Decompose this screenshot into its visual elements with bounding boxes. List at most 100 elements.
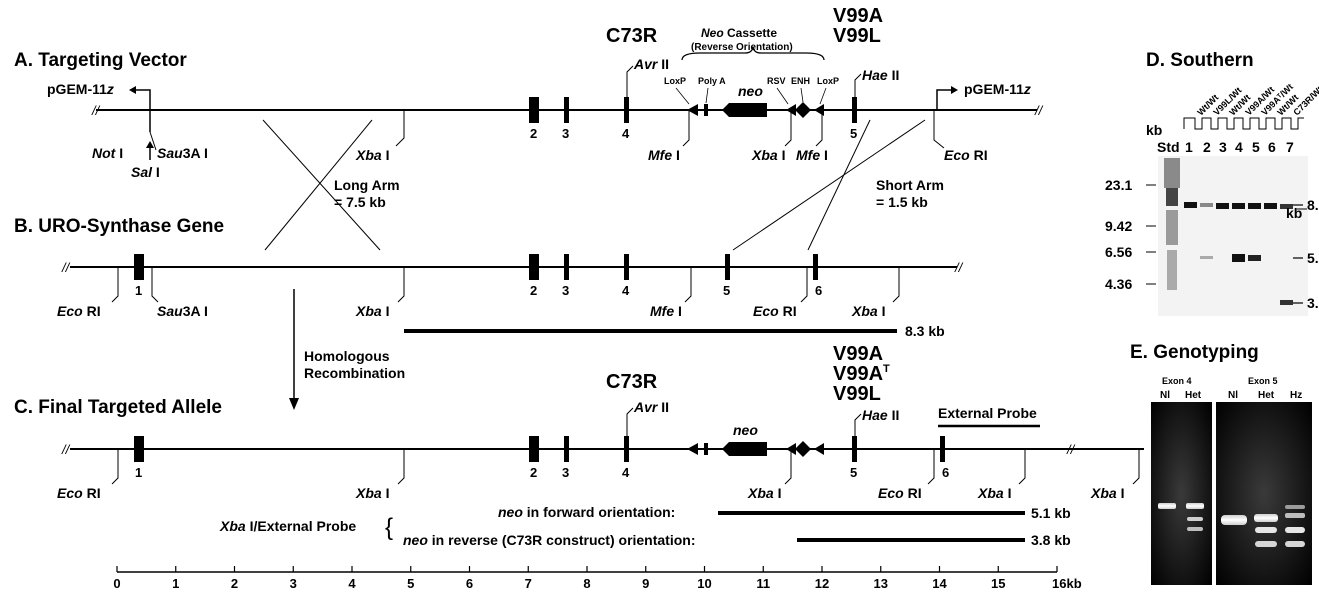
southern-lane-7: 7 [1286,139,1294,155]
fwd-orientation-label: neo in forward orientation: [498,504,675,520]
exon5-lane-het: Het [1258,390,1275,401]
mfe-vector-2-label: Mfe I [796,147,828,163]
loxp-right-leader [819,87,827,105]
allele-exon-1-label: 1 [135,465,142,480]
scale-tick-label: 14 [932,576,947,591]
ex4-het-band-1 [1186,503,1204,509]
gene-exon-2 [529,254,539,280]
ex5-hz-band-2 [1285,513,1305,518]
eco-gene-2-pointer [800,267,808,303]
exon4-lane-het: Het [1185,390,1202,401]
mfe-gene-label: Mfe I [650,303,682,319]
ex5-nl-band [1221,515,1247,525]
southern-lane-6: 6 [1268,139,1276,155]
section-b-title: B. URO-Synthase Gene [14,216,224,237]
scale-tick-label: 2 [231,576,238,591]
eco-gene-1-pointer [111,267,119,303]
scale-tick-label: 10 [697,576,711,591]
gene-exon-3 [564,254,569,280]
pgem-left-arrowhead [129,86,136,94]
scale-tick-label: 6 [466,576,473,591]
hae-vector-label: Hae II [862,67,899,83]
pgem-right-arrow [936,89,955,110]
ex5-het-band-1 [1254,514,1278,522]
rev-orientation-label: neo in reverse (C73R construct) orientat… [403,532,696,548]
blot-band-l2-8kb [1200,203,1213,207]
std-ladder-9 [1166,188,1178,206]
allele-v99l-label: V99L [833,383,881,405]
external-probe-label: External Probe [938,405,1037,421]
blot-band-l7-8kb [1280,204,1293,209]
genotyping-gel: Exon 4 Exon 5 Nl Het Nl Het Hz [1151,376,1312,585]
fwd-fragment-label: 5.1 kb [1031,505,1071,521]
gene-exon-4-label: 4 [622,283,630,298]
std-ladder-mid [1166,210,1178,245]
band-8-label: 8.3 [1307,197,1319,213]
allele-exon-5 [852,436,857,462]
allele-loxp-left [687,443,698,455]
rev-fragment-label: 3.8 kb [1031,532,1071,548]
long-arm-label: Long Arm [334,177,400,193]
short-arm-cross-1 [807,119,871,251]
marker-9: 9.42 [1105,218,1132,234]
exon5-gel [1216,402,1312,585]
eco-allele-2-pointer [927,449,935,485]
marker-23: 23.1 [1105,177,1132,193]
southern-lane-4: 4 [1235,139,1243,155]
scale-tick-label: 16kb [1052,576,1082,591]
allele-exon-4 [624,436,629,462]
scale-tick-label: 1 [172,576,179,591]
pgem-left-label: pGEM-11z [47,81,114,97]
exon5-label: Exon 5 [1248,376,1278,386]
probe-fragments-brace: { [385,514,393,541]
vector-exon-4 [624,97,629,123]
vector-v99a-label: V99A [833,5,883,27]
vector-exon-2 [529,97,539,123]
scale-tick-label: 4 [348,576,356,591]
recombination-label: Recombination [304,365,405,381]
southern-membrane [1158,156,1308,316]
ex4-het-band-2 [1187,517,1203,521]
southern-std-label: Std [1157,139,1180,155]
ex4-het-band-3 [1187,527,1203,531]
vector-map: // // pGEM-11z pGEM-11z Not I Sal I Sau3… [47,5,1044,180]
long-arm-length: = 7.5 kb [334,194,386,210]
blot-band-l7-3kb [1280,300,1293,305]
southern-lane-5: 5 [1252,139,1260,155]
section-a-title: A. Targeting Vector [14,50,187,71]
blot-band-l6-8kb [1264,203,1277,209]
allele-exon-2 [529,436,539,462]
hae-allele-pointer [854,413,862,436]
eco-allele-2-label: Eco RI [878,485,922,501]
not-i-label: Not I [92,145,123,161]
allele-exon-3-label: 3 [562,465,569,480]
gene-break-left: // [61,260,71,275]
vector-v99l-label: V99L [833,25,881,47]
southern-lane-2: 2 [1203,139,1211,155]
xba-gene-1-label: Xba I [355,303,389,319]
sal-i-label: Sal I [131,164,160,180]
southern-lane-3: 3 [1219,139,1227,155]
blot-band-l3-8kb [1216,203,1229,209]
loxp-left-leader [675,87,690,105]
xba-gene-1-pointer [397,267,405,303]
marker-6: 6.56 [1105,244,1132,260]
gene-exon-5 [725,254,730,280]
xba-allele-2-label: Xba I [747,485,781,501]
mfe-gene-pointer [684,267,692,303]
gene-exon-4 [624,254,629,280]
ex5-het-band-2 [1255,527,1277,533]
allele-exon-6-label: 6 [942,465,949,480]
xba-gene-2-label: Xba I [851,303,885,319]
poly-a-leader [705,87,709,104]
xba-allele-2-pointer [784,449,792,485]
gene-exon-2-label: 2 [530,283,537,298]
section-c-title: C. Final Targeted Allele [14,397,222,418]
allele-exon-6 [940,436,945,462]
vector-exon-4-label: 4 [622,126,630,141]
eco-gene-1-label: Eco RI [57,303,101,319]
avr-vector-label: Avr II [633,56,669,72]
